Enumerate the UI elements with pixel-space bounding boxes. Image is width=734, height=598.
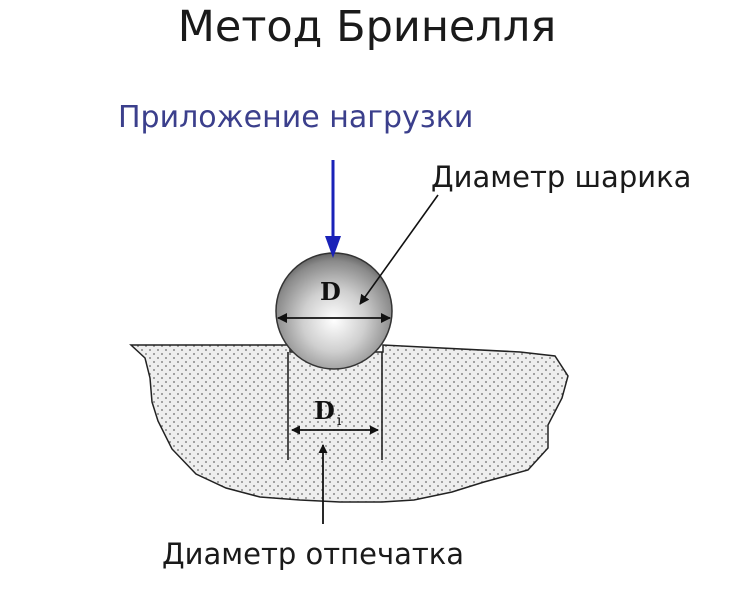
- ball-diameter-symbol: D: [320, 277, 341, 306]
- ball-diameter-label: Диаметр шарика: [431, 160, 692, 194]
- impression-symbol-subscript: i: [336, 412, 342, 429]
- impression-symbol-letter: D: [314, 396, 335, 425]
- diagram-title: Метод Бринелля: [177, 2, 557, 52]
- load-arrowhead-icon: [325, 236, 341, 258]
- impression-diameter-label: Диаметр отпечатка: [162, 537, 465, 571]
- ball-pointer-arrow-icon: [359, 194, 439, 305]
- material-sample: [129, 344, 569, 503]
- ball-icon: [275, 252, 393, 370]
- load-label: Приложение нагрузки: [118, 100, 474, 135]
